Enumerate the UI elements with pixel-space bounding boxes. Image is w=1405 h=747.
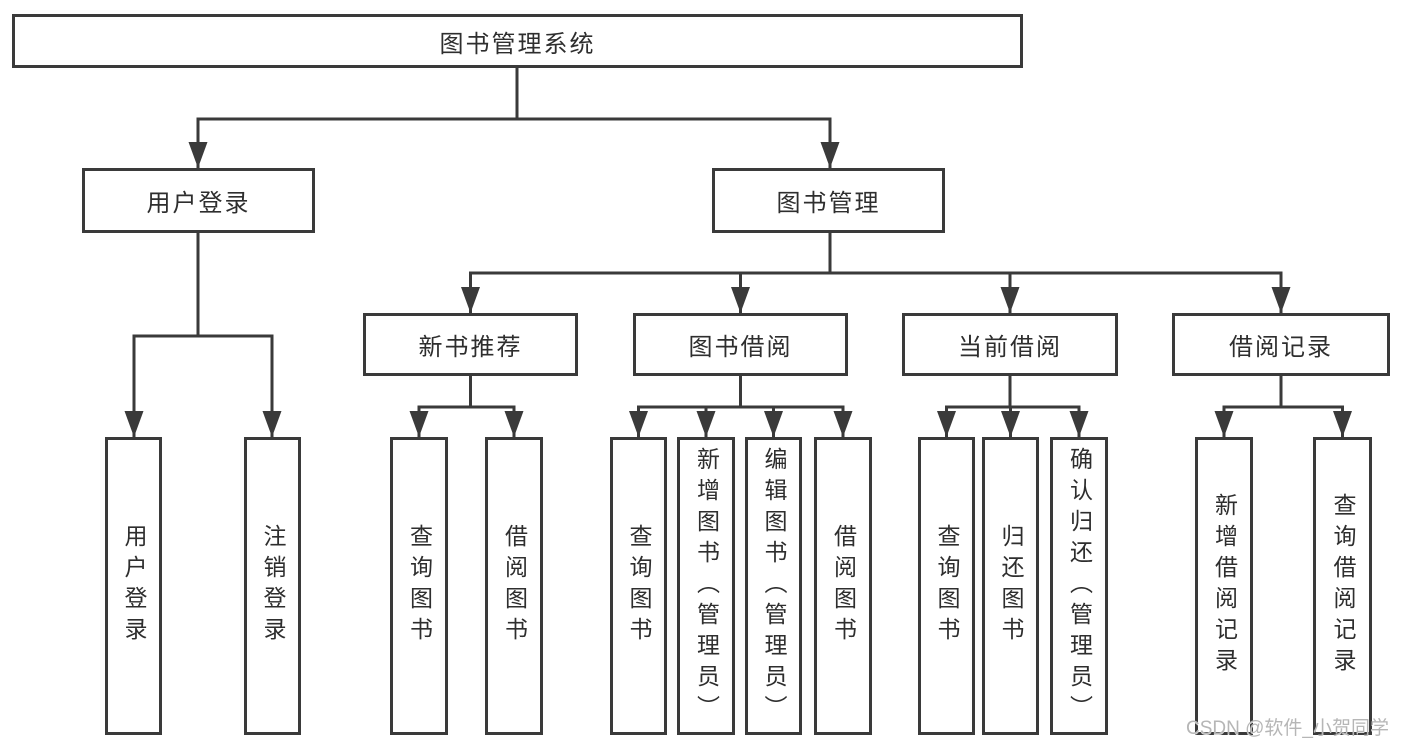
leaf-query-books-borrowing: 查询图书: [610, 437, 667, 735]
node-label: 借阅图书: [830, 524, 857, 648]
node-label: 新增借阅记录: [1211, 493, 1238, 679]
leaf-query-books-current: 查询图书: [918, 437, 975, 735]
leaf-add-book-admin: 新增图书（管理员）: [677, 437, 735, 735]
leaf-edit-book-admin: 编辑图书（管理员）: [745, 437, 802, 735]
node-label: 当前借阅: [958, 334, 1062, 361]
node-label: 确认归还（管理员）: [1066, 446, 1093, 726]
node-book-management: 图书管理: [712, 168, 945, 233]
node-label: 归还图书: [998, 524, 1024, 648]
node-label: 查询图书: [934, 524, 960, 648]
leaf-query-books-recommendation: 查询图书: [390, 437, 448, 735]
node-current-borrowing: 当前借阅: [902, 313, 1118, 376]
node-label: 用户登录: [146, 190, 251, 217]
leaf-return-book: 归还图书: [982, 437, 1039, 735]
connector-new-book-recommendation-children: [417, 376, 516, 437]
node-label: 图书借阅: [688, 334, 793, 361]
node-label: 借阅图书: [501, 524, 528, 648]
node-label: 查询图书: [406, 524, 433, 648]
leaf-logout: 注销登录: [244, 437, 301, 735]
leaf-user-login: 用户登录: [105, 437, 162, 735]
node-book-borrowing: 图书借阅: [633, 313, 848, 376]
node-user-login: 用户登录: [82, 168, 315, 233]
connector-user-login-children: [132, 233, 274, 437]
node-label: 查询借阅记录: [1330, 493, 1356, 679]
csdn-watermark: CSDN @软件_小贺同学: [1186, 718, 1389, 739]
node-label: 新增图书（管理员）: [693, 446, 720, 726]
leaf-borrow-books-recommendation: 借阅图书: [485, 437, 543, 735]
node-label: 编辑图书（管理员）: [761, 446, 787, 726]
connector-root-to-level2: [196, 68, 832, 168]
leaf-borrow-books-borrowing: 借阅图书: [814, 437, 872, 735]
connector-borrowing-records-children: [1222, 376, 1344, 437]
leaf-confirm-return-admin: 确认归还（管理员）: [1050, 437, 1108, 735]
connector-book-management-children: [469, 233, 1283, 313]
leaf-query-borrow-record: 查询借阅记录: [1313, 437, 1372, 735]
connector-book-borrowing-children: [637, 376, 845, 437]
leaf-add-borrow-record: 新增借阅记录: [1195, 437, 1253, 735]
node-library-management-system: 图书管理系统: [12, 14, 1023, 68]
node-label: 用户登录: [121, 524, 147, 648]
node-label: 查询图书: [626, 524, 652, 648]
node-label: 图书管理系统: [439, 30, 596, 58]
node-label: 图书管理: [776, 190, 881, 217]
node-new-book-recommendation: 新书推荐: [363, 313, 578, 376]
node-borrowing-records: 借阅记录: [1172, 313, 1390, 376]
node-label: 注销登录: [260, 524, 286, 648]
node-label: 借阅记录: [1229, 334, 1333, 361]
node-label: 新书推荐: [418, 334, 523, 361]
